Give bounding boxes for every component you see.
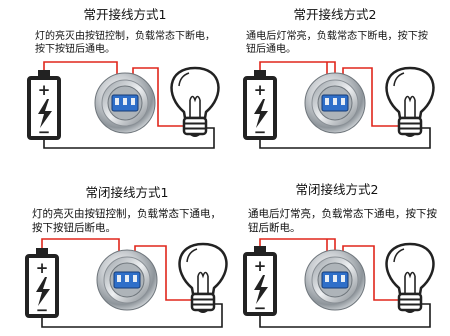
battery-minus-sign: − (254, 123, 267, 141)
light-bulb-icon (385, 242, 435, 315)
diagram-description-line: 按下按钮后断电。 (32, 221, 116, 234)
battery-plus-sign: + (36, 259, 49, 277)
diagram-description-line: 灯的亮灭由按钮控制，负载常态下断电， (35, 29, 215, 42)
negative-wire (43, 127, 215, 149)
push-button-switch-icon (96, 249, 158, 311)
diagram-description-line: 钮后断电。 (248, 221, 301, 234)
negative-wire (41, 303, 223, 328)
battery-plus-sign: + (254, 257, 267, 275)
diagram-title: 常开接线方式2 (294, 7, 377, 22)
diagram-normally-closed-2: 常闭接线方式2 通电后灯常亮，负载常态下通电，按下按 钮后断电。 + − (243, 182, 437, 328)
diagram-normally-open-2: 常开接线方式2 通电后灯常亮，负载常态下断电，按下按 钮后通电。 + − (243, 7, 435, 149)
battery-minus-sign: − (36, 301, 49, 319)
diagram-title: 常开接线方式1 (84, 7, 167, 22)
negative-wire (259, 303, 431, 328)
diagram-title: 常闭接线方式2 (296, 182, 379, 197)
push-button-switch-icon (304, 249, 366, 311)
diagram-normally-closed-1: 常闭接线方式1 灯的亮灭由按钮控制，负载常态下通电， 按下按钮后断电。 + − (25, 185, 228, 328)
diagram-title: 常闭接线方式1 (86, 185, 169, 200)
battery-plus-sign: + (254, 81, 267, 99)
diagram-description-line: 钮后通电。 (246, 42, 296, 55)
battery-minus-sign: − (254, 299, 267, 317)
push-button-switch-icon (94, 72, 156, 134)
diagram-description-line: 通电后灯常亮，负载常态下通电，按下按 (248, 207, 437, 220)
diagram-description-line: 灯的亮灭由按钮控制，负载常态下通电， (32, 207, 221, 220)
battery-plus-sign: + (38, 81, 51, 99)
diagram-description-line: 通电后灯常亮，负载常态下断电，按下按 (246, 29, 428, 42)
negative-wire (259, 127, 431, 149)
push-button-switch-icon (304, 72, 366, 134)
battery-minus-sign: − (38, 123, 51, 141)
diagram-description-line: 按下按钮后通电。 (35, 42, 115, 55)
diagram-normally-open-1: 常开接线方式1 灯的亮灭由按钮控制，负载常态下断电， 按下按钮后通电。 + − (27, 7, 220, 149)
light-bulb-icon (178, 242, 228, 315)
